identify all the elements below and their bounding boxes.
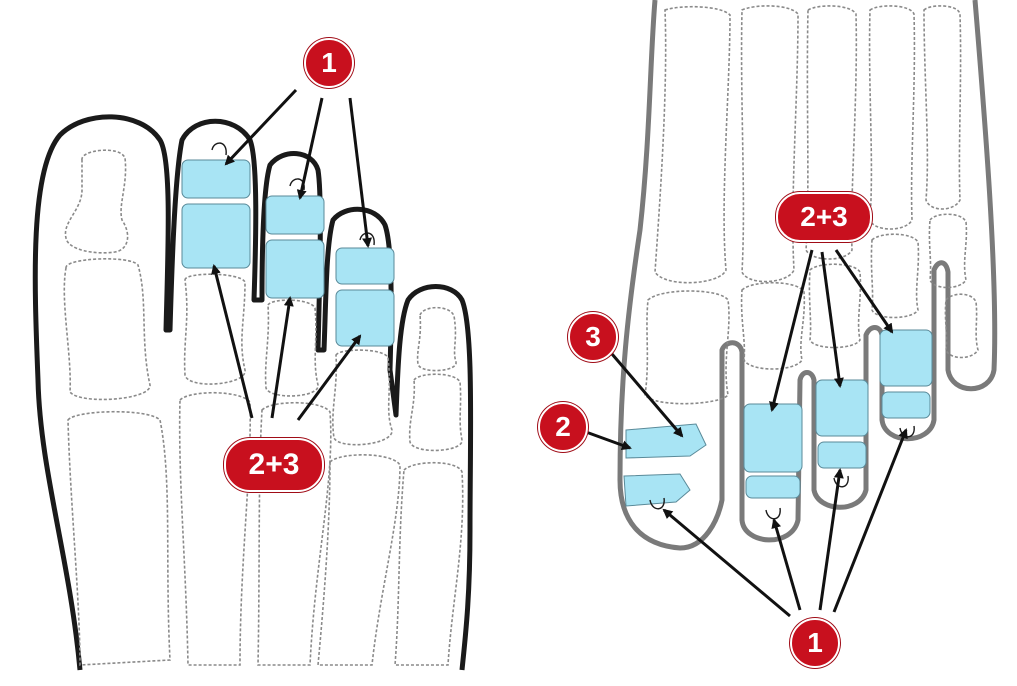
right-label-1: 1 [790,618,840,668]
right-label-3: 3 [568,312,618,362]
right-bones [644,5,979,405]
left-label-1: 1 [304,38,354,88]
left-highlighted-phalanges [181,159,395,347]
left-bones [63,149,464,666]
left-foot [32,88,474,671]
right-label-2: 2 [538,402,588,452]
right-arrows [585,249,908,618]
right-foot [585,0,998,618]
left-label-2-3: 2+3 [224,438,324,492]
right-foot-outline [617,0,998,551]
left-nail-marks [211,142,375,246]
right-highlighted-phalanges [623,329,933,507]
right-label-2-3: 2+3 [776,192,872,242]
left-arrows [211,88,372,421]
left-foot-outline [32,114,474,671]
